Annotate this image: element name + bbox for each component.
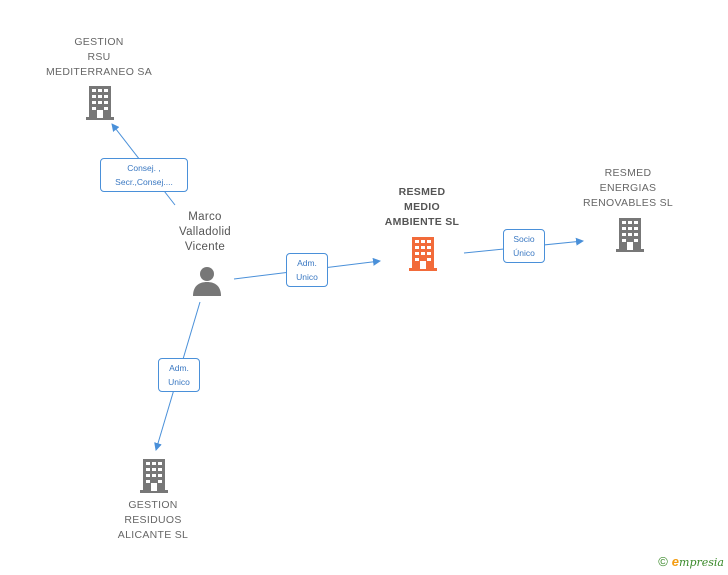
edge-label-gestion-rsu[interactable]: Consej. , Secr.,Consej.... xyxy=(100,158,188,192)
edge-label-line: Unico xyxy=(296,272,318,282)
node-label-person[interactable]: Marco Valladolid Vicente xyxy=(165,210,245,255)
node-label-line: GESTION xyxy=(74,36,124,48)
edge-label-line: Adm. xyxy=(169,363,189,373)
edge-label-resmed-energias[interactable]: Socio Único xyxy=(503,229,545,263)
node-label-gestion-rsu[interactable]: GESTION RSU MEDITERRANEO SA xyxy=(39,35,159,80)
node-label-line: RENOVABLES SL xyxy=(582,197,674,209)
node-label-line: Vicente xyxy=(184,241,226,253)
node-label-line: RESMED xyxy=(604,167,652,179)
node-label-resmed-medio[interactable]: RESMED MEDIO AMBIENTE SL xyxy=(362,185,482,230)
node-label-line: Valladolid xyxy=(178,226,231,238)
node-label-line: Marco xyxy=(188,211,222,223)
copyright-icon: © xyxy=(658,554,668,569)
node-label-line: RSU xyxy=(87,51,111,63)
node-label-line: RESMED xyxy=(398,186,446,198)
edge-label-line: Adm. xyxy=(297,258,317,268)
node-label-line: RESIDUOS xyxy=(124,514,182,526)
edge-label-line: Secr.,Consej.... xyxy=(115,177,173,187)
brand-logo-text: mpresia xyxy=(679,556,724,569)
brand-logo-e: e xyxy=(671,554,680,569)
edge-label-line: Socio xyxy=(513,234,535,244)
edge-label-line: Único xyxy=(513,248,535,258)
building-icon[interactable] xyxy=(140,459,168,493)
edge-label-gestion-residuos[interactable]: Adm. Unico xyxy=(158,358,200,392)
building-icon[interactable] xyxy=(86,86,114,120)
building-icon-highlighted[interactable] xyxy=(409,237,437,271)
node-label-gestion-residuos[interactable]: GESTION RESIDUOS ALICANTE SL xyxy=(93,498,213,543)
person-icon[interactable] xyxy=(193,266,221,296)
node-label-line: GESTION xyxy=(128,499,178,511)
edge-label-line: Unico xyxy=(168,377,190,387)
node-label-line: MEDITERRANEO SA xyxy=(45,66,152,78)
node-label-line: ALICANTE SL xyxy=(117,529,189,541)
edge-label-resmed-medio[interactable]: Adm. Unico xyxy=(286,253,328,287)
edge-label-line: Consej. , xyxy=(127,163,161,173)
node-label-line: AMBIENTE SL xyxy=(384,216,460,228)
node-label-line: ENERGIAS xyxy=(599,182,657,194)
brand-footer: ©empresia xyxy=(658,554,724,569)
node-label-resmed-energias[interactable]: RESMED ENERGIAS RENOVABLES SL xyxy=(568,166,688,211)
building-icon[interactable] xyxy=(616,218,644,252)
node-label-line: MEDIO xyxy=(404,201,440,213)
